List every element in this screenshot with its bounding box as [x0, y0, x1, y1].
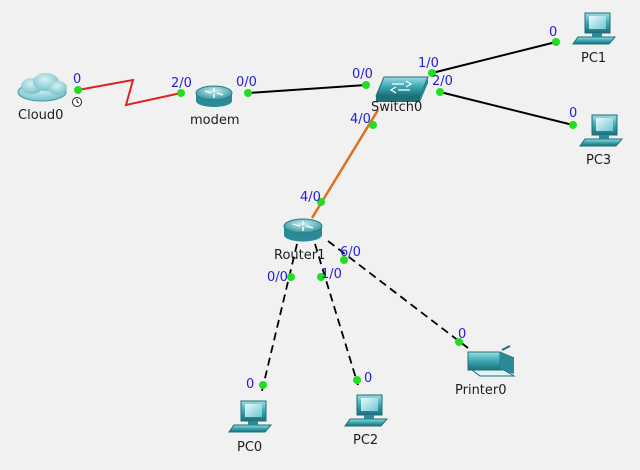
port-dot	[552, 38, 560, 46]
switch-icon	[375, 76, 429, 102]
device-label: Cloud0	[18, 108, 63, 123]
port-label: 0	[364, 371, 372, 386]
port-dot	[317, 273, 325, 281]
router-icon	[195, 85, 233, 107]
port-dot	[436, 88, 444, 96]
pc-icon	[579, 114, 624, 147]
port-dots	[74, 38, 577, 389]
port-label: 4/0	[300, 190, 321, 205]
pc-icon	[344, 394, 389, 427]
port-label: 0	[549, 25, 557, 40]
device-pc1[interactable]: PC1	[572, 12, 617, 66]
device-label: modem	[190, 113, 240, 128]
port-dot	[340, 256, 348, 264]
device-label: PC0	[237, 440, 262, 455]
port-label: 1/0	[418, 56, 439, 71]
port-dot	[74, 86, 82, 94]
port-label: 0/0	[352, 67, 373, 82]
device-label: Router1	[274, 248, 325, 263]
port-label: 0	[73, 72, 81, 87]
port-dot	[287, 273, 295, 281]
port-dot	[177, 89, 185, 97]
port-label: 0	[246, 377, 254, 392]
printer-icon	[467, 345, 516, 377]
device-router1[interactable]: Router1	[274, 218, 325, 263]
link-modem-switch0[interactable]	[247, 84, 367, 94]
device-pc0[interactable]: PC0	[228, 400, 273, 455]
device-label: PC3	[586, 153, 611, 168]
pc-icon	[228, 400, 273, 433]
link-switch0-pc1[interactable]	[431, 41, 557, 74]
port-label: 0	[569, 106, 577, 121]
port-label: 6/0	[340, 245, 361, 260]
port-label: 4/0	[350, 112, 371, 127]
port-dot	[569, 121, 577, 129]
device-switch0[interactable]: Switch0	[371, 76, 429, 115]
link-cloud0-modem[interactable]	[77, 78, 182, 107]
port-dot	[362, 81, 370, 89]
clock-icon	[72, 97, 82, 107]
port-label: 0/0	[267, 270, 288, 285]
port-label: 1/0	[321, 267, 342, 282]
device-printer0[interactable]: Printer0	[455, 345, 516, 398]
device-cloud0[interactable]: Cloud0	[17, 73, 82, 123]
port-label: 2/0	[171, 76, 192, 91]
port-dot	[353, 376, 361, 384]
device-label: Switch0	[371, 100, 422, 115]
router-icon	[283, 218, 323, 242]
cloud-icon	[17, 73, 67, 102]
device-label: Printer0	[455, 383, 507, 398]
device-label: PC1	[581, 51, 606, 66]
port-label: 2/0	[432, 74, 453, 89]
port-dot	[244, 89, 252, 97]
port-dot	[317, 198, 325, 206]
device-modem[interactable]: modem	[190, 85, 240, 128]
port-dot	[369, 121, 377, 129]
port-dot	[455, 338, 463, 346]
link-router1-printer0[interactable]	[327, 240, 469, 349]
link-switch0-pc3[interactable]	[439, 91, 574, 126]
pc-icon	[572, 12, 617, 45]
device-pc3[interactable]: PC3	[579, 114, 624, 168]
link-router1-pc0[interactable]	[260, 243, 298, 396]
port-label: 0/0	[236, 75, 257, 90]
port-labels: 0 2/0 0/0 0/0 1/0 0 2/0 0 4/0 4/0 0/0 0 …	[73, 25, 577, 392]
port-dot	[428, 69, 436, 77]
device-pc2[interactable]: PC2	[344, 394, 389, 448]
link-router1-pc2[interactable]	[314, 243, 359, 386]
device-label: PC2	[353, 433, 378, 448]
port-label: 0	[458, 327, 466, 342]
port-dot	[259, 381, 267, 389]
